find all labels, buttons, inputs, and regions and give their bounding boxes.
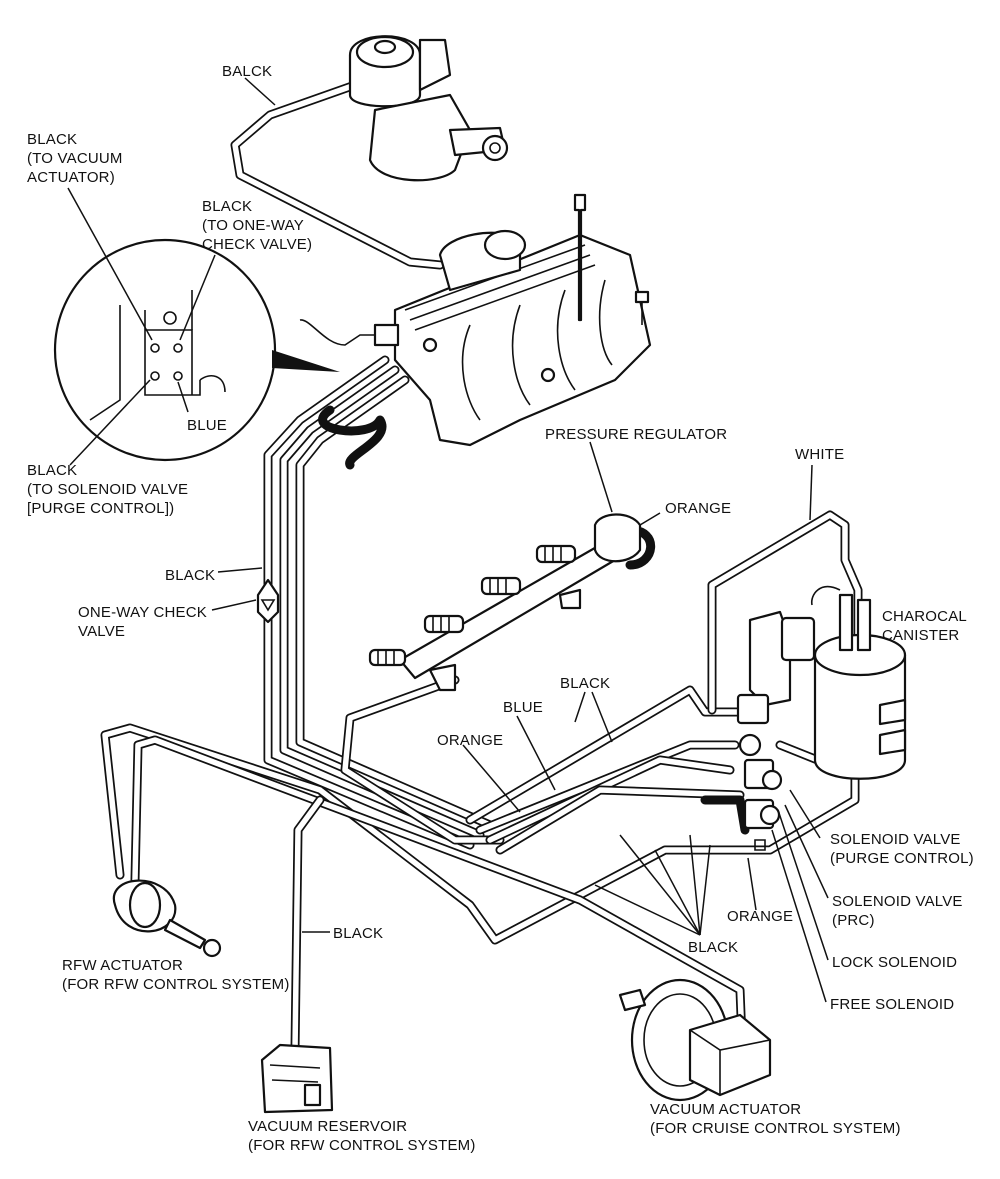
label-balck-top: BALCK [222,63,273,80]
label-black-bottom: BLACK [688,939,739,956]
label-vacuum-actuator-cruise: VACUUM ACTUATOR (FOR CRUISE CONTROL SYST… [650,1101,901,1137]
label-black-mid: BLACK [560,675,611,692]
vacuum-reservoir [260,1043,334,1114]
one-way-check-valve-shape [256,578,280,624]
label-black-to-vacuum-actuator: BLACK (TO VACUUM ACTUATOR) [27,131,123,186]
fuel-injector [535,544,577,564]
leader-lines [67,77,829,1003]
fuel-injector [480,576,522,596]
vacuum-hoses [100,80,863,1055]
label-charcoal-canister: CHAROCAL CANISTER [882,608,967,644]
throttle-actuator-assembly [348,35,509,182]
fuel-injector [423,614,465,634]
label-orange-mid: ORANGE [437,732,504,749]
cruise-vacuum-actuator [618,978,772,1102]
label-black-left: BLACK [165,567,216,584]
intake-manifold [299,193,652,447]
label-pressure-regulator: PRESSURE REGULATOR [545,426,728,443]
fuel-injector [368,648,407,667]
fuel-injectors [368,544,577,667]
label-blue-mid: BLUE [503,699,543,716]
label-free-solenoid: FREE SOLENOID [830,996,955,1013]
label-black-to-one-way-check-valve: BLACK (TO ONE-WAY CHECK VALVE) [202,198,313,253]
solenoid-bracket [736,610,816,851]
fuel-rail [398,513,642,692]
label-orange-bottom: ORANGE [727,908,794,925]
label-blue-inset: BLUE [187,417,227,434]
label-solenoid-valve-prc: SOLENOID VALVE (PRC) [832,893,963,929]
label-black-to-solenoid-purge: BLACK (TO SOLENOID VALVE [PURGE CONTROL]… [27,462,189,517]
label-vacuum-reservoir: VACUUM RESERVOIR (FOR RFW CONTROL SYSTEM… [248,1118,476,1154]
label-lock-solenoid: LOCK SOLENOID [832,954,958,971]
inset-detail [53,238,340,462]
rfw-actuator [112,879,222,958]
charcoal-canister [811,585,907,780]
label-black-reservoir: BLACK [333,925,384,942]
label-orange-regulator: ORANGE [665,500,732,517]
label-rfw-actuator: RFW ACTUATOR (FOR RFW CONTROL SYSTEM) [62,957,290,993]
label-solenoid-valve-purge-control: SOLENOID VALVE (PURGE CONTROL) [830,831,974,867]
label-one-way-check-valve: ONE-WAY CHECK VALVE [78,604,208,640]
label-white: WHITE [795,446,845,463]
